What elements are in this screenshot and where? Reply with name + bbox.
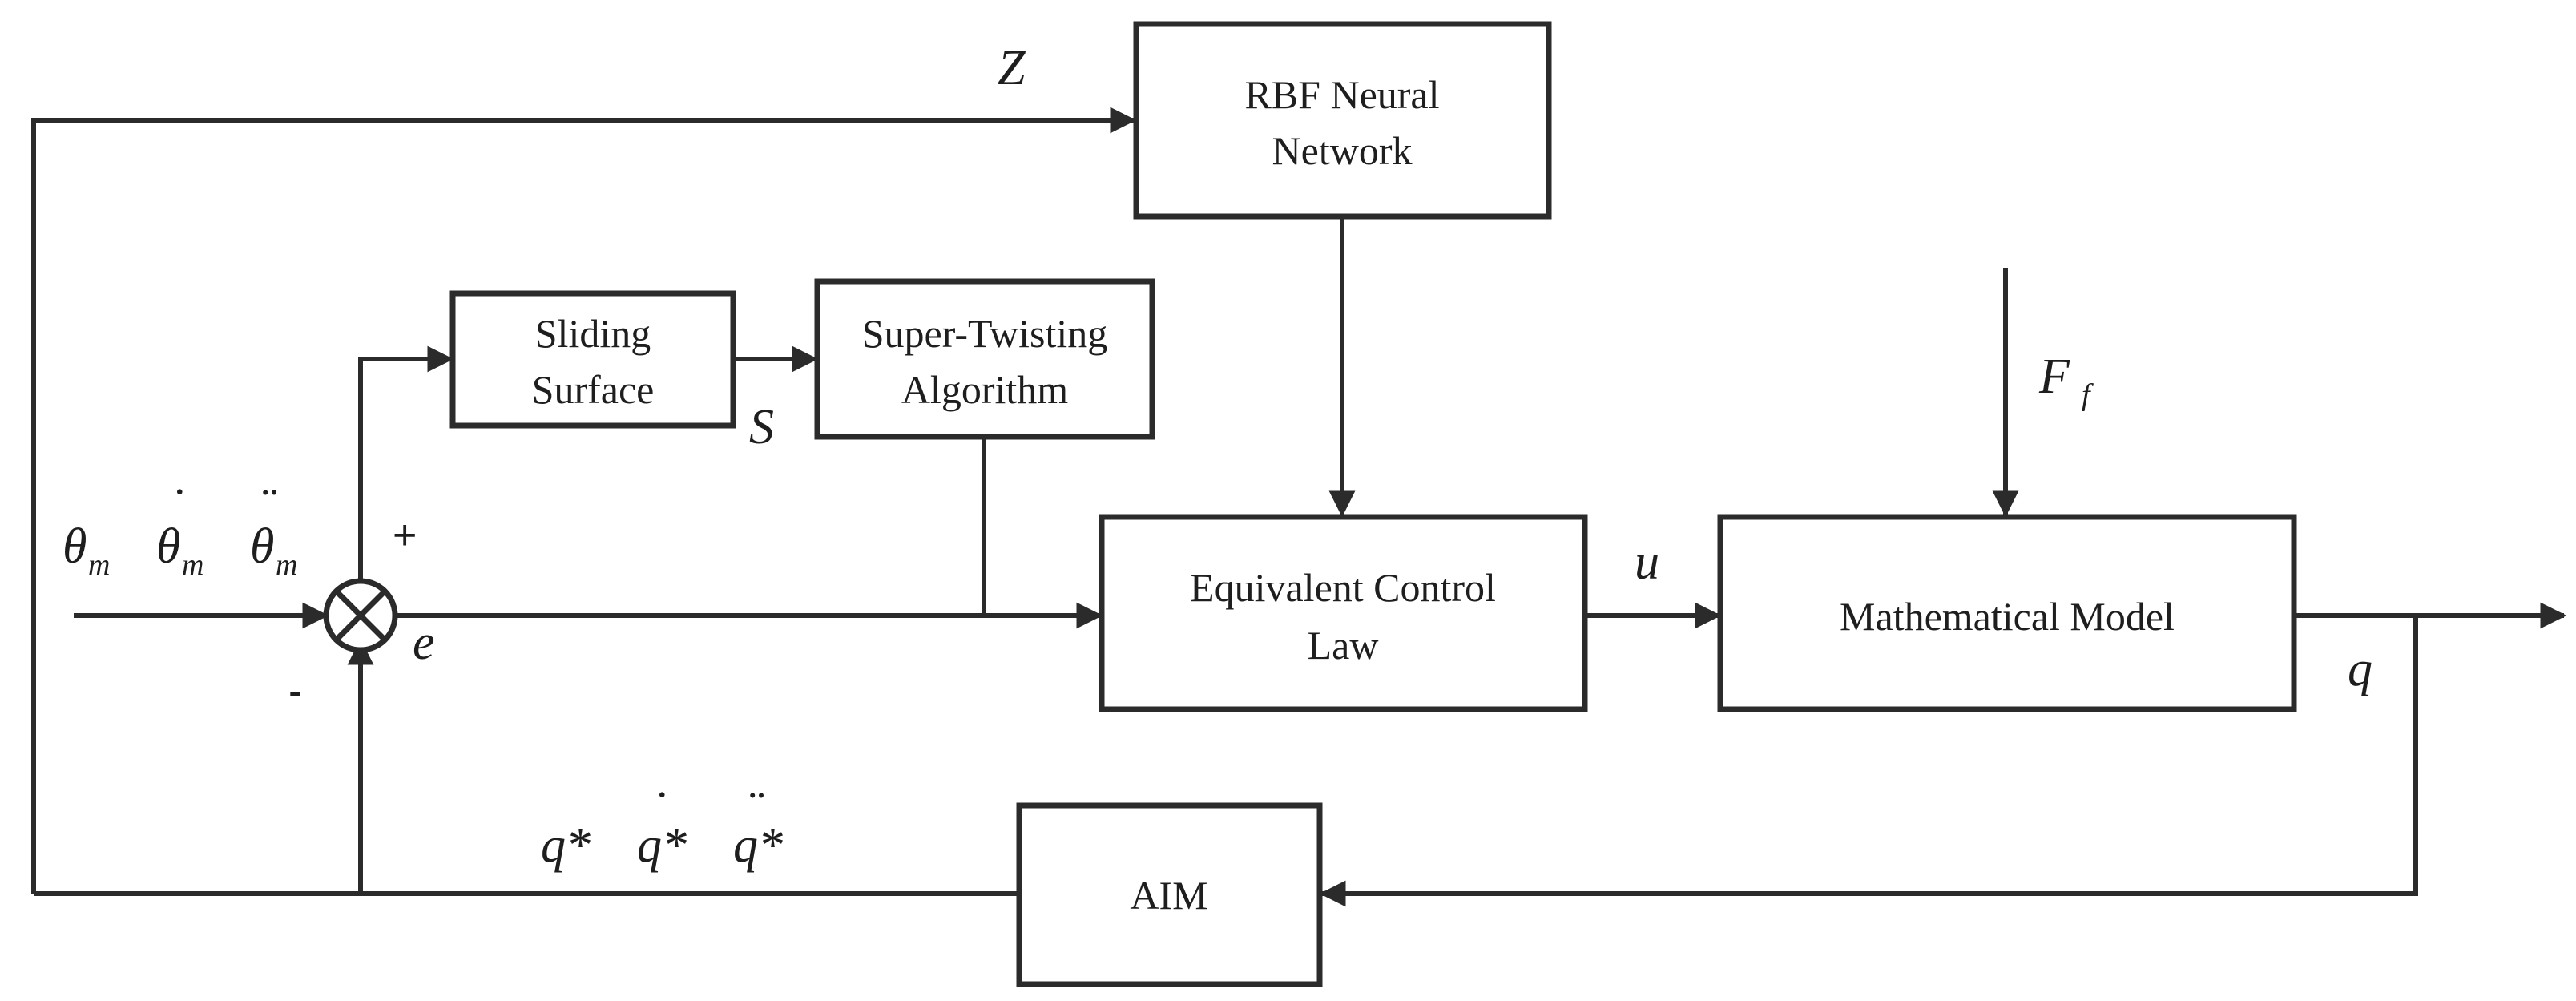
- svg-text:q*: q*: [733, 818, 783, 873]
- error-to-sliding-line: [358, 345, 454, 581]
- plus-sign: +: [393, 512, 417, 559]
- svg-text:q*: q*: [541, 818, 591, 873]
- aim-block: AIM: [1016, 802, 1323, 987]
- supertwisting-label-line2: Algorithm: [901, 367, 1068, 412]
- reference-theta-labels: θ m ˙ θ m ¨ θ m: [62, 479, 297, 582]
- minus-sign: -: [288, 668, 302, 715]
- aim-label: AIM: [1130, 873, 1207, 918]
- svg-text:m: m: [88, 548, 110, 582]
- svg-text:˙: ˙: [168, 479, 185, 534]
- svg-text:θ: θ: [62, 519, 87, 574]
- sliding-label-line2: Surface: [532, 367, 655, 412]
- disturbance-ff-label: F f: [2038, 349, 2094, 412]
- svg-text:˙: ˙: [651, 782, 667, 837]
- signal-s-label: S: [749, 400, 774, 454]
- signal-u-label: u: [1635, 535, 1659, 590]
- svg-text:¨: ¨: [258, 479, 277, 534]
- feedback-qstar-labels: q* ˙ q* ¨ q*: [541, 782, 783, 873]
- svg-text:q*: q*: [637, 818, 687, 873]
- svg-text:m: m: [182, 548, 204, 582]
- svg-text:¨: ¨: [745, 782, 764, 837]
- equivalent-label-line2: Law: [1308, 623, 1379, 668]
- equivalent-label-line1: Equivalent Control: [1190, 565, 1496, 610]
- output-to-aim-line: [1319, 616, 2418, 907]
- rbf-label-line2: Network: [1272, 128, 1413, 173]
- svg-text:θ: θ: [156, 519, 180, 574]
- super-twisting-block: Super-Twisting Algorithm: [814, 278, 1155, 440]
- equivalent-control-law-block: Equivalent Control Law: [1099, 514, 1588, 712]
- sliding-label-line1: Sliding: [535, 311, 651, 356]
- mathematical-model-block: Mathematical Model: [1717, 514, 2297, 712]
- model-label: Mathematical Model: [1840, 594, 2175, 639]
- supertwisting-label-line1: Super-Twisting: [862, 311, 1108, 356]
- feedback-line-z: [31, 107, 1137, 894]
- signal-q-label: q: [2348, 642, 2372, 696]
- svg-text:F: F: [2038, 349, 2070, 404]
- signal-z-label: Z: [998, 41, 1026, 95]
- signal-e-label: e: [413, 616, 435, 670]
- svg-text:f: f: [2082, 378, 2094, 412]
- rbf-neural-network-block: RBF Neural Network: [1133, 21, 1552, 220]
- svg-text:m: m: [276, 548, 297, 582]
- summing-junction: [323, 578, 398, 653]
- svg-text:θ: θ: [250, 519, 274, 574]
- rbf-label-line1: RBF Neural: [1244, 72, 1439, 117]
- sliding-surface-block: Sliding Surface: [449, 290, 736, 429]
